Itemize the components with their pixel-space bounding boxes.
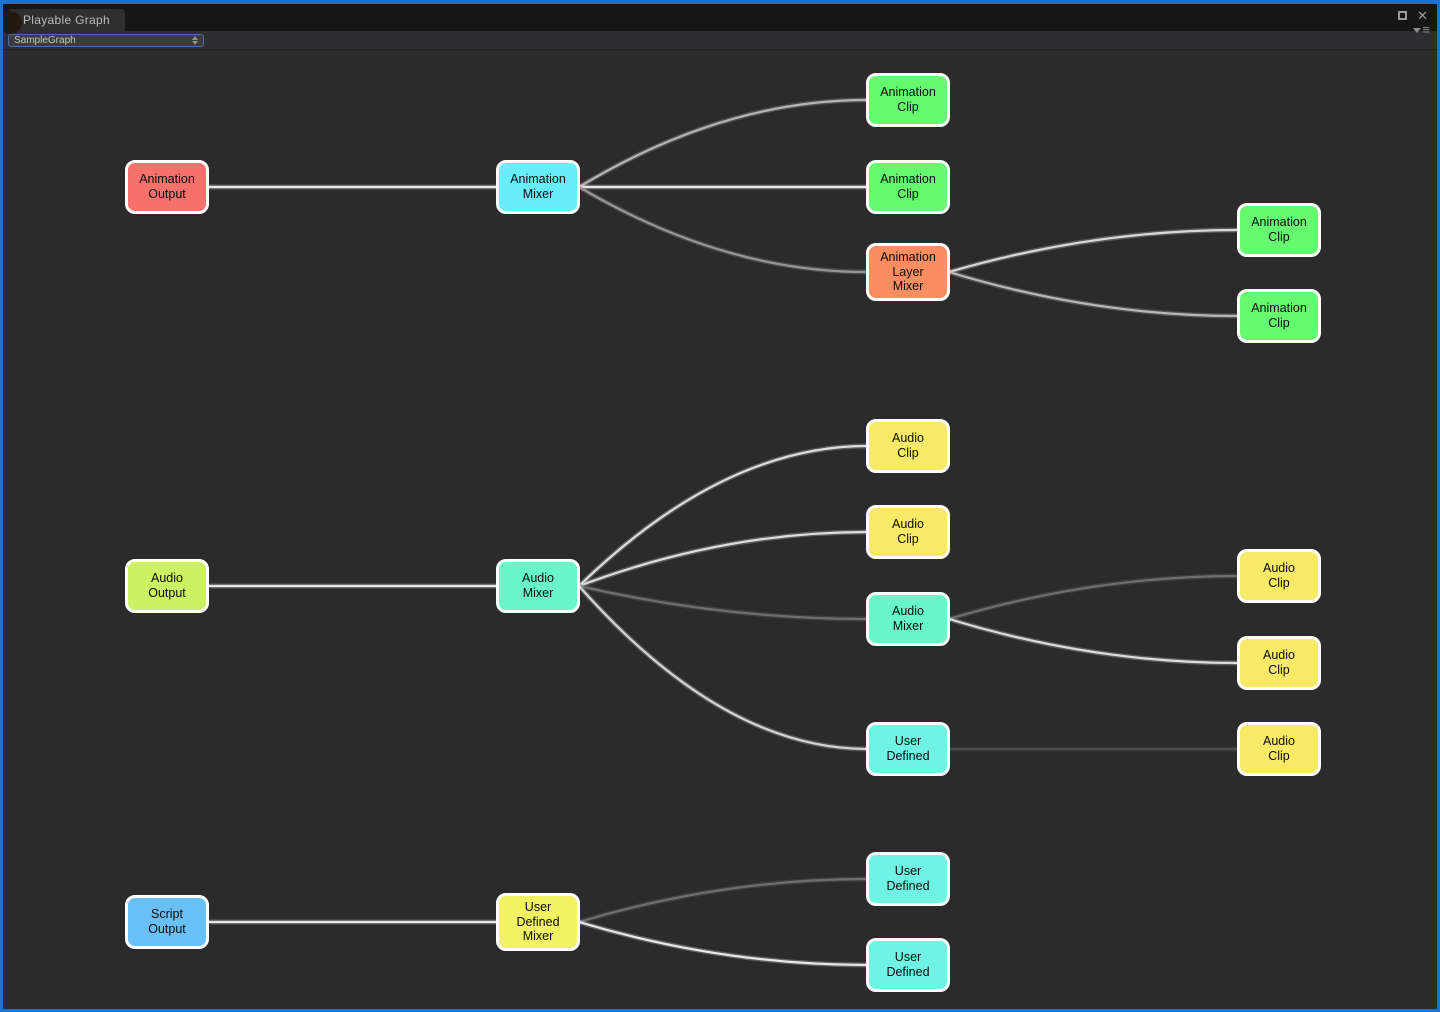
- node-user-defined-1[interactable]: User Defined: [866, 722, 950, 776]
- node-label: User Defined Mixer: [516, 899, 560, 944]
- node-label: Audio Output: [148, 571, 186, 600]
- node-label: Audio Mixer: [522, 571, 554, 600]
- node-audio-clip-3[interactable]: Audio Clip: [1237, 549, 1321, 603]
- corner-dot: [3, 11, 22, 34]
- toolbar: SampleGraph: [3, 31, 1437, 50]
- node-audio-clip-2[interactable]: Audio Clip: [866, 505, 950, 559]
- edge-user-defined-mixer-user-defined-2: [576, 876, 870, 925]
- edge-audio-mixer-1-user-defined-1: [577, 584, 869, 751]
- edge-animation-mixer-animation-layer-mixer: [577, 185, 869, 274]
- edge-audio-mixer-1-audio-clip-1: [577, 444, 869, 588]
- edge-animation-layer-mixer-animation-clip-3: [946, 227, 1241, 275]
- node-label: Audio Clip: [1263, 734, 1295, 763]
- node-label: User Defined: [886, 864, 930, 893]
- window-menu-button[interactable]: ≡: [1413, 22, 1430, 37]
- edge-animation-mixer-animation-layer-mixer: [576, 184, 870, 275]
- edges-layer: [205, 97, 1241, 968]
- node-label: Animation Mixer: [510, 172, 566, 201]
- close-icon[interactable]: ✕: [1417, 8, 1428, 23]
- node-audio-mixer-2[interactable]: Audio Mixer: [866, 592, 950, 646]
- graph-selector-value: SampleGraph: [14, 34, 76, 46]
- node-label: Audio Mixer: [892, 604, 924, 633]
- node-label: Audio Clip: [1263, 648, 1295, 677]
- edge-user-defined-mixer-user-defined-3: [576, 919, 870, 968]
- edge-animation-mixer-animation-clip-1: [577, 98, 869, 189]
- node-script-output[interactable]: Script Output: [125, 895, 209, 949]
- node-label: User Defined: [886, 950, 930, 979]
- node-label: Audio Clip: [892, 431, 924, 460]
- node-label: Animation Clip: [1251, 301, 1307, 330]
- edge-audio-mixer-1-audio-clip-2: [576, 529, 870, 589]
- graph-selector-dropdown[interactable]: SampleGraph: [8, 33, 204, 47]
- edge-audio-mixer-1-audio-mixer-2: [576, 583, 870, 622]
- node-animation-mixer[interactable]: Animation Mixer: [496, 160, 580, 214]
- edge-animation-layer-mixer-animation-clip-3: [947, 228, 1240, 274]
- node-user-defined-2[interactable]: User Defined: [866, 852, 950, 906]
- tab-bar: Playable Graph ✕ ≡: [3, 4, 1437, 36]
- node-audio-clip-5[interactable]: Audio Clip: [1237, 722, 1321, 776]
- node-user-defined-3[interactable]: User Defined: [866, 938, 950, 992]
- node-audio-clip-1[interactable]: Audio Clip: [866, 419, 950, 473]
- node-label: Audio Clip: [1263, 561, 1295, 590]
- maximize-icon[interactable]: [1398, 11, 1408, 20]
- node-label: Animation Layer Mixer: [880, 249, 936, 294]
- edge-audio-mixer-1-audio-clip-1: [576, 443, 870, 589]
- node-label: Animation Clip: [880, 172, 936, 201]
- node-audio-output[interactable]: Audio Output: [125, 559, 209, 613]
- hamburger-menu-icon: ≡: [1422, 22, 1430, 37]
- edge-audio-mixer-2-audio-clip-3: [946, 573, 1241, 622]
- window-header: Playable Graph ✕ ≡ SampleGraph: [3, 4, 1437, 50]
- edge-user-defined-mixer-user-defined-3: [577, 920, 869, 967]
- node-animation-clip-1[interactable]: Animation Clip: [866, 73, 950, 127]
- node-label: User Defined: [886, 734, 930, 763]
- edge-audio-mixer-2-audio-clip-3: [947, 574, 1240, 621]
- node-audio-clip-4[interactable]: Audio Clip: [1237, 636, 1321, 690]
- node-label: Script Output: [148, 907, 186, 936]
- edge-audio-mixer-2-audio-clip-4: [947, 617, 1240, 665]
- node-label: Audio Clip: [892, 517, 924, 546]
- node-animation-clip-2[interactable]: Animation Clip: [866, 160, 950, 214]
- node-animation-output[interactable]: Animation Output: [125, 160, 209, 214]
- edge-audio-mixer-2-audio-clip-4: [946, 616, 1241, 666]
- node-label: Animation Clip: [880, 85, 936, 114]
- node-animation-clip-4[interactable]: Animation Clip: [1237, 289, 1321, 343]
- edge-animation-mixer-animation-clip-1: [576, 97, 870, 190]
- node-animation-clip-3[interactable]: Animation Clip: [1237, 203, 1321, 257]
- node-user-defined-mixer[interactable]: User Defined Mixer: [496, 893, 580, 951]
- edge-audio-mixer-1-audio-mixer-2: [577, 584, 869, 621]
- chevron-down-icon: [1413, 27, 1422, 33]
- node-audio-mixer-1[interactable]: Audio Mixer: [496, 559, 580, 613]
- edge-audio-mixer-1-audio-clip-2: [577, 530, 869, 588]
- node-label: Animation Clip: [1251, 215, 1307, 244]
- edge-user-defined-mixer-user-defined-2: [577, 877, 869, 924]
- edge-animation-layer-mixer-animation-clip-4: [947, 270, 1240, 318]
- tab-playable-graph[interactable]: Playable Graph: [8, 9, 125, 32]
- updown-arrows-icon: [192, 35, 198, 45]
- tab-title: Playable Graph: [23, 13, 110, 27]
- edge-animation-layer-mixer-animation-clip-4: [946, 269, 1241, 319]
- node-animation-layer-mixer[interactable]: Animation Layer Mixer: [866, 243, 950, 301]
- node-label: Animation Output: [139, 172, 195, 201]
